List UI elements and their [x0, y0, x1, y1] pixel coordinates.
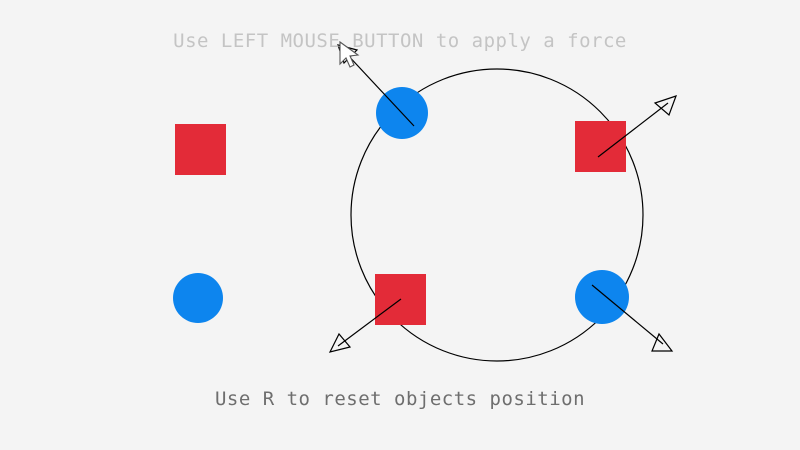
force-vector-southwest — [328, 298, 402, 353]
body-circle-bottom-right[interactable] — [575, 270, 629, 324]
hint-text-reset-position: Use R to reset objects position — [214, 388, 586, 410]
body-square-right-ring[interactable] — [575, 121, 626, 172]
body-square-top-left[interactable] — [175, 124, 226, 175]
force-vector-northeast — [597, 95, 677, 158]
body-circle-bottom-left[interactable] — [173, 273, 223, 323]
force-vector-southeast — [591, 284, 674, 352]
circle-boundary — [350, 68, 644, 362]
mouse-pointer-icon — [339, 40, 360, 68]
hint-text-apply-force: Use LEFT MOUSE BUTTON to apply a force — [173, 30, 627, 52]
